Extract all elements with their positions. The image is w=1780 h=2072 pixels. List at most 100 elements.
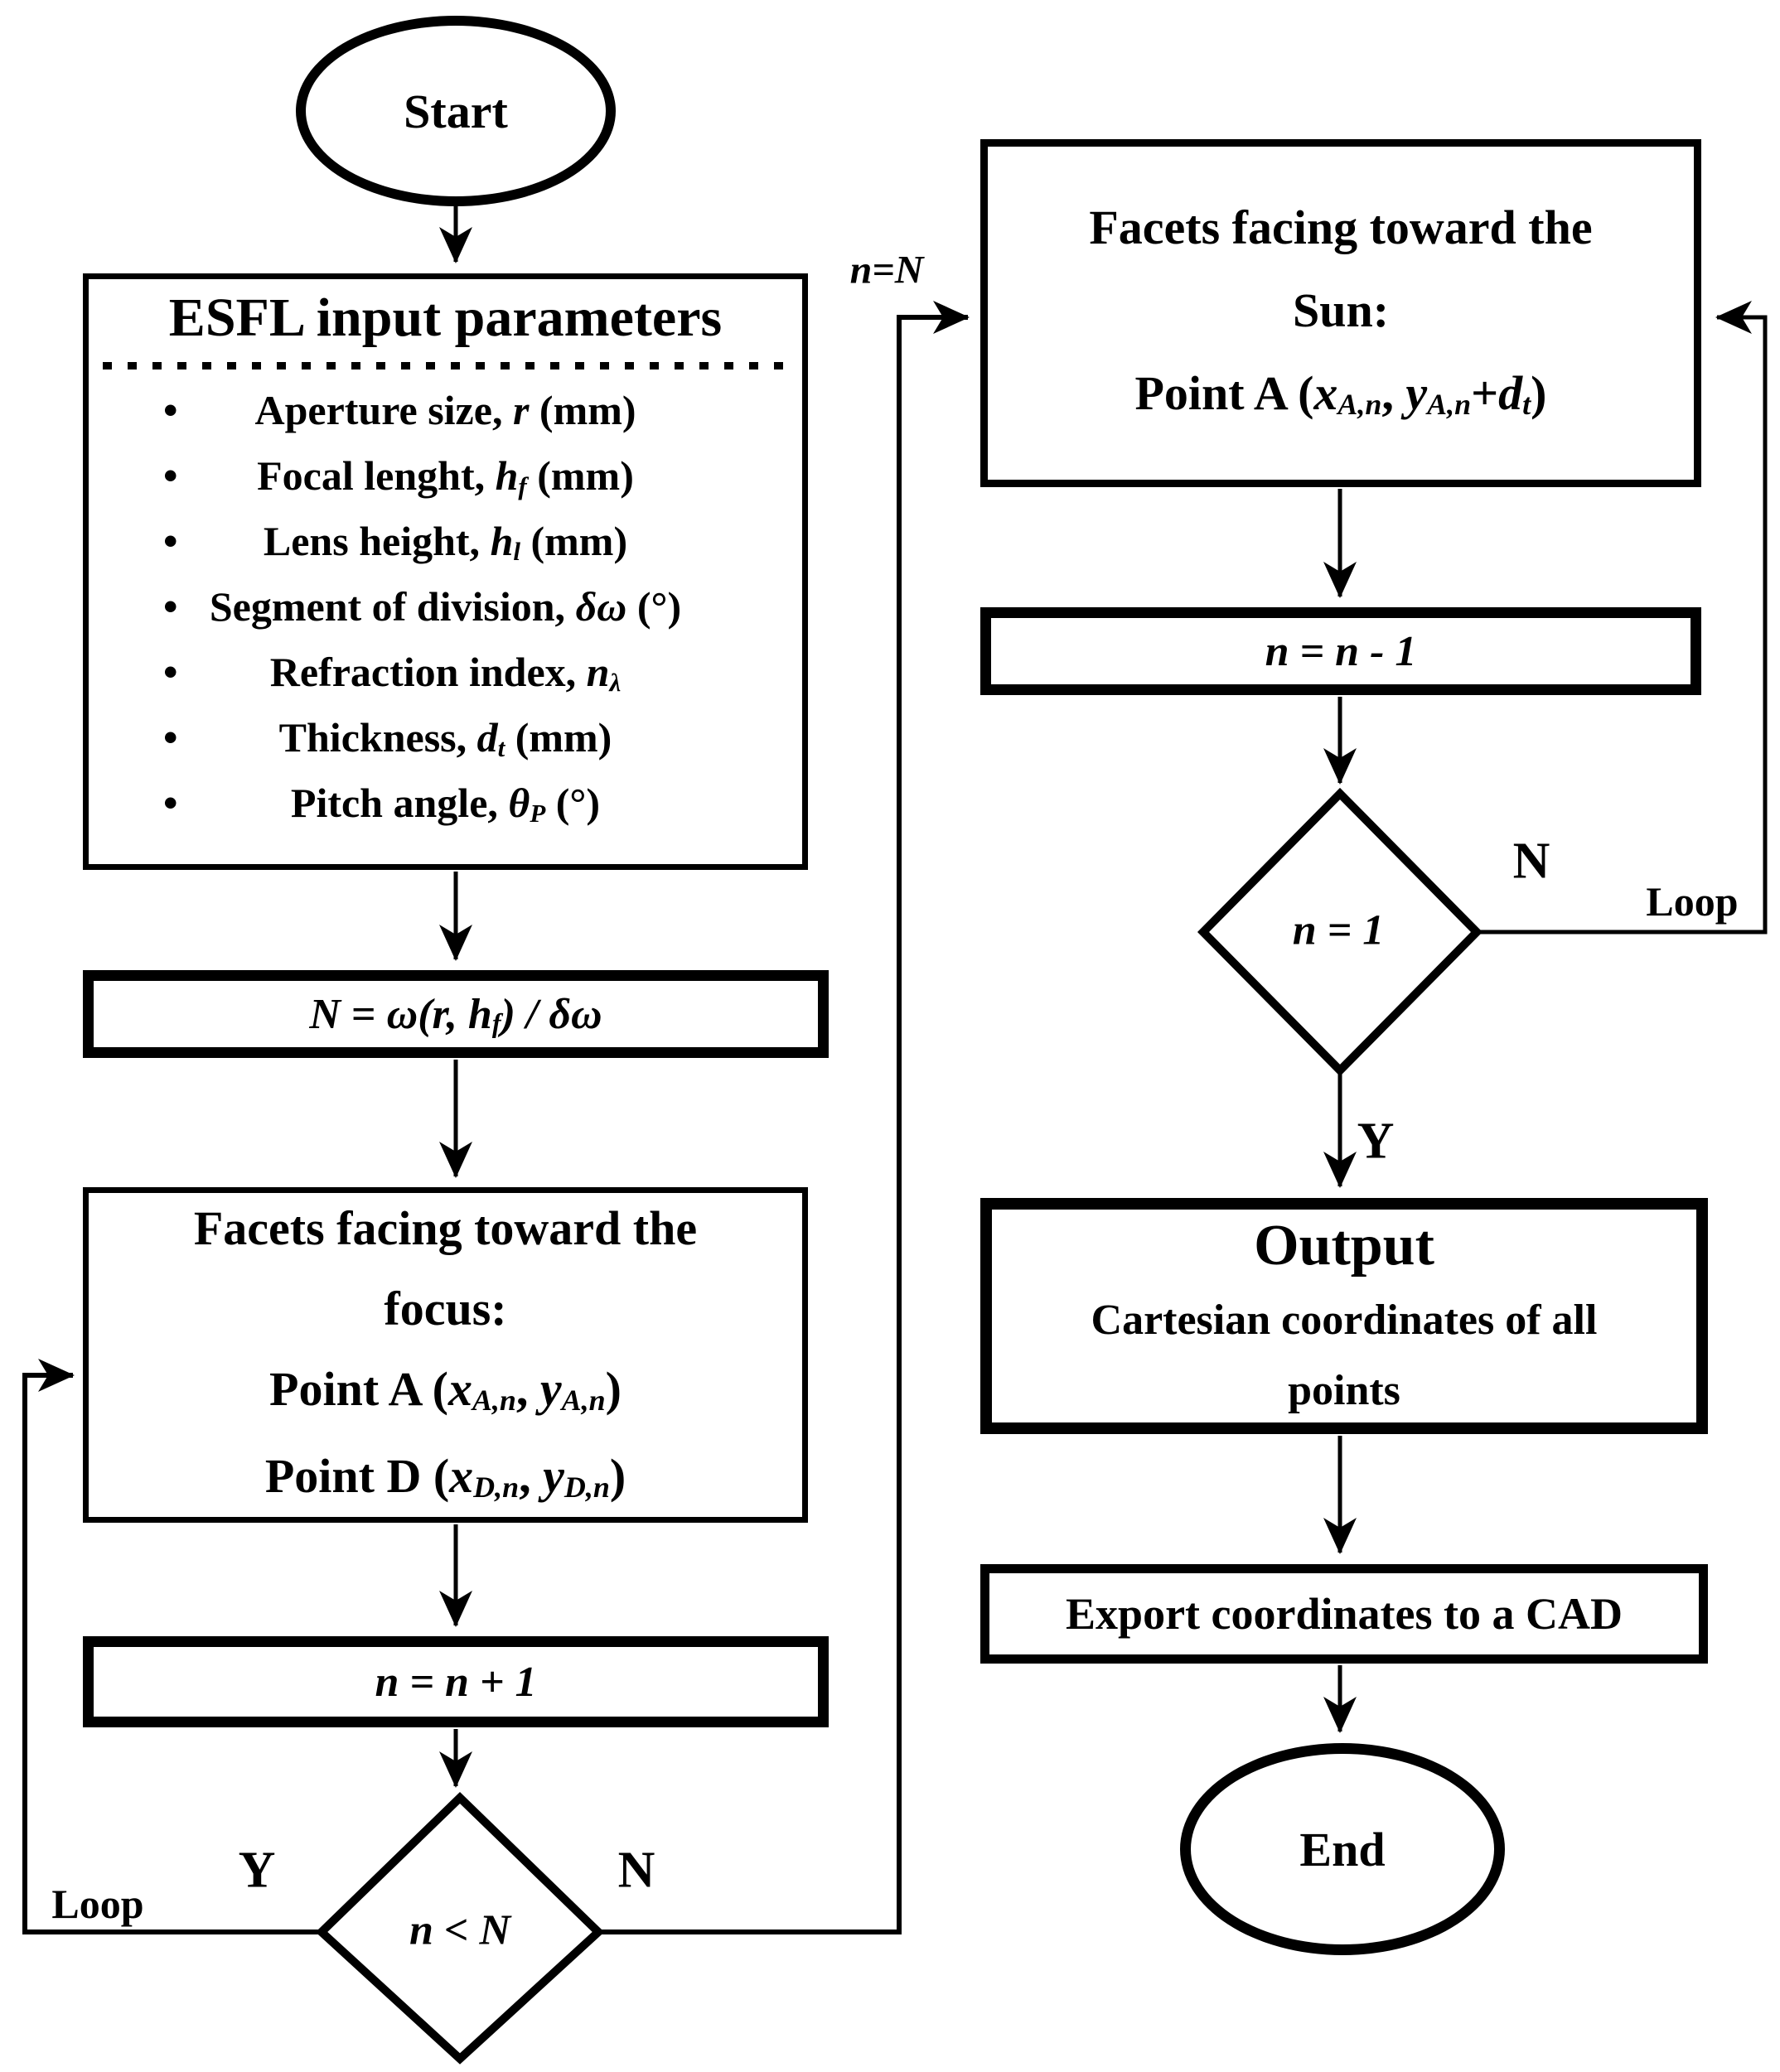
text-segment: A,n <box>1337 387 1382 421</box>
bullet-icon: • <box>163 649 178 695</box>
text-line: Sun: <box>988 269 1694 352</box>
text-segment: (mm) <box>529 387 636 433</box>
text-line: Cartesian coordinates of all <box>1091 1285 1598 1355</box>
text-segment: N <box>309 990 341 1038</box>
text-segment: (mm) <box>505 714 612 761</box>
esfl-bullet-item: •Lens height, hl (mm) <box>89 509 802 574</box>
decision-n-eq-1-diamond <box>1197 787 1483 1077</box>
label-loop-right: Loop <box>1646 878 1739 925</box>
text-segment: , <box>519 1448 544 1503</box>
text-segment: d <box>476 714 498 761</box>
text-segment: Point D ( <box>264 1448 450 1503</box>
text-segment: n <box>586 649 610 695</box>
text-line: Point D (xD,n, yD,n) <box>89 1436 802 1523</box>
text-segment: A,n <box>561 1383 606 1417</box>
bullet-text: Refraction index, nλ <box>89 640 802 710</box>
label-n-equals-N: n=N <box>849 248 924 292</box>
text-segment: t <box>497 732 505 762</box>
text-segment: h <box>495 452 519 499</box>
esfl-bullet-item: •Segment of division, δω (°) <box>89 574 802 640</box>
text-segment: Sun: <box>1292 283 1390 337</box>
text-segment: focus: <box>384 1281 507 1335</box>
condition-n-lt-N: n < N <box>409 1906 510 1955</box>
text-segment: x <box>447 1361 472 1416</box>
text-segment: λ <box>609 667 622 697</box>
esfl-bullet-item: •Thickness, dt (mm) <box>89 705 802 770</box>
edge-lt-no-to-sun <box>598 301 970 1934</box>
esfl-bullet-item: •Aperture size, r (mm) <box>89 378 802 443</box>
bullet-text: Pitch angle, θP (°) <box>89 770 802 841</box>
text-segment: ) / δω <box>501 990 602 1038</box>
text-segment: Pitch angle, <box>290 780 509 826</box>
edge-lt-yes-loop-to-focus <box>22 1359 322 1934</box>
text-line: Point A (xA,n, yA,n+dt) <box>988 352 1694 441</box>
compute-N-formula: N = ω(r, hf) / δω <box>309 990 602 1039</box>
text-segment: ω(r, h <box>386 990 492 1038</box>
text-segment: n = n - 1 <box>1265 627 1417 675</box>
facets-focus-box: Facets facing toward the focus: Point A (x… <box>83 1187 808 1523</box>
text-segment: Thickness, <box>278 714 477 761</box>
esfl-input-parameters-box: ESFL input parameters •Aperture size, r … <box>83 273 808 870</box>
text-line: points <box>1091 1355 1598 1426</box>
label-eq-yes: Y <box>1357 1113 1395 1170</box>
text-segment: A,n <box>472 1383 516 1417</box>
decision-n-lt-N-diamond <box>315 1792 605 2065</box>
bullet-text: Lens height, hl (mm) <box>89 509 802 579</box>
esfl-bullet-list: •Aperture size, r (mm)•Focal lenght, hf … <box>89 378 802 836</box>
text-segment: y <box>1405 365 1428 420</box>
end-terminal: End <box>1180 1743 1505 1955</box>
text-segment: (mm) <box>526 452 634 499</box>
bullet-icon: • <box>163 518 178 564</box>
condition-n-eq-1: n = 1 <box>1293 906 1385 955</box>
text-segment: n < N <box>409 1906 511 1954</box>
text-segment: points <box>1288 1367 1400 1414</box>
text-segment: ) <box>605 1361 622 1416</box>
text-line: Facets facing toward the <box>89 1188 802 1268</box>
text-segment: y <box>539 1361 562 1416</box>
text-segment: n = 1 <box>1292 906 1385 954</box>
text-segment: f <box>491 1008 501 1039</box>
increment-box: n = n + 1 <box>83 1636 829 1727</box>
text-segment: d <box>1498 365 1523 420</box>
output-title: Output <box>1254 1214 1434 1277</box>
esfl-bullet-item: •Pitch angle, θP (°) <box>89 770 802 836</box>
text-segment: θ <box>508 780 530 826</box>
text-segment: P <box>530 798 546 828</box>
text-segment: Aperture size, <box>254 387 513 433</box>
text-segment: D,n <box>564 1470 610 1504</box>
output-box: Output Cartesian coordinates of all point… <box>980 1198 1708 1434</box>
text-segment: r <box>512 387 530 433</box>
text-segment: t <box>1522 387 1531 421</box>
label-loop-left: Loop <box>51 1881 144 1927</box>
text-segment: δω <box>575 583 627 630</box>
text-segment: Cartesian coordinates of all <box>1091 1297 1598 1344</box>
esfl-bullet-item: •Focal lenght, hf (mm) <box>89 443 802 509</box>
text-line: focus: <box>89 1268 802 1349</box>
esfl-title: ESFL input parameters <box>168 287 723 348</box>
text-segment: Point A ( <box>1134 365 1314 420</box>
text-segment: Facets facing toward the <box>1089 200 1593 254</box>
edge-eq-no-loop-to-sun <box>1477 301 1768 935</box>
bullet-icon: • <box>163 583 178 630</box>
text-segment: Refraction index, <box>269 649 587 695</box>
bullet-text: Segment of division, δω (°) <box>89 574 802 640</box>
start-label: Start <box>404 84 508 138</box>
start-terminal: Start <box>296 16 616 206</box>
text-segment: Point A ( <box>269 1361 448 1416</box>
end-label: End <box>1299 1822 1386 1876</box>
text-segment: y <box>543 1448 564 1503</box>
dotted-separator <box>103 362 788 369</box>
compute-N-box: N = ω(r, hf) / δω <box>83 970 829 1058</box>
decrement-formula: n = n - 1 <box>1265 627 1417 676</box>
text-segment: l <box>513 536 520 566</box>
text-segment: x <box>449 1448 474 1503</box>
text-segment: (mm) <box>520 518 628 564</box>
text-segment: D,n <box>473 1470 520 1504</box>
export-label: Export coordinates to a CAD <box>1066 1589 1623 1639</box>
text-segment: Segment of division, <box>209 583 576 630</box>
bullet-text: Focal lenght, hf (mm) <box>89 443 802 514</box>
decrement-box: n = n - 1 <box>980 607 1701 695</box>
